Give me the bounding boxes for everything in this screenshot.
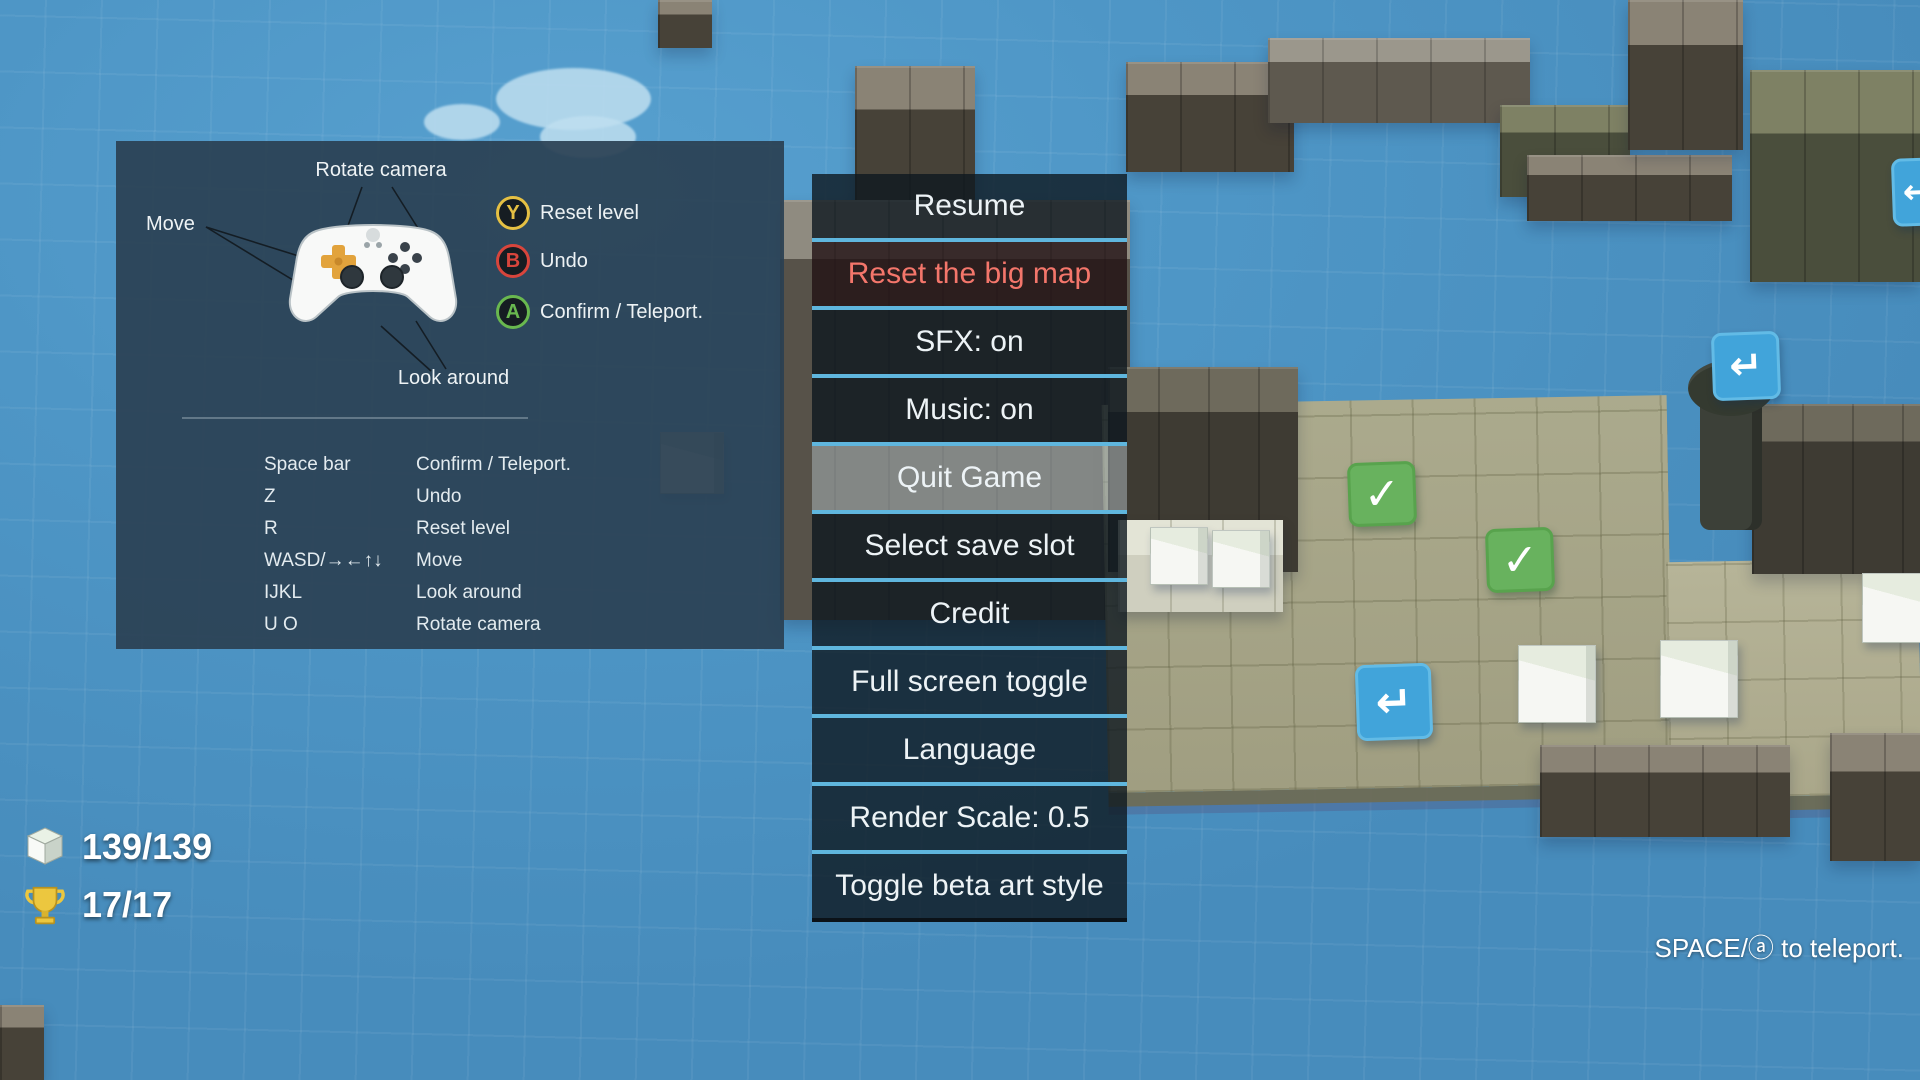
move-label: Move — [146, 213, 195, 235]
menu-item-render-scale[interactable]: Render Scale: 0.5 — [812, 786, 1127, 854]
keyboard-bindings-list: Space bar Confirm / Teleport. Z Undo R R… — [264, 449, 724, 641]
trophy-icon — [25, 886, 65, 925]
white-cube — [1518, 645, 1596, 723]
keyboard-binding-row: R Reset level — [264, 513, 724, 545]
goal-tile-checked: ✓ — [1346, 460, 1418, 528]
key-label: Z — [264, 486, 276, 507]
gamepad-button-action: Confirm / Teleport. — [540, 300, 704, 323]
menu-item-reset-big-map[interactable]: Reset the big map — [812, 242, 1127, 310]
wall-block — [1628, 0, 1743, 150]
teleport-hint: SPACE/ⓐ to teleport. — [1654, 933, 1904, 963]
gamepad-button-action: Reset level — [540, 201, 639, 224]
white-cube — [1150, 527, 1208, 585]
goal-tile-checked: ✓ — [1484, 526, 1556, 594]
check-icon: ✓ — [1500, 534, 1540, 586]
white-cube — [1862, 573, 1920, 643]
keyboard-binding-row: U O Rotate camera — [264, 609, 724, 641]
return-arrow-icon: ↵ — [1728, 343, 1764, 389]
action-label: Undo — [416, 486, 462, 507]
return-arrow-icon: ↵ — [1374, 676, 1414, 728]
gamepad-binding-row: A Confirm / Teleport. — [496, 295, 703, 329]
return-arrow-icon: ↵ — [1902, 172, 1920, 212]
wall-block — [658, 0, 712, 48]
white-cube — [1660, 640, 1738, 718]
controls-help-panel: Rotate camera Move Look around — [116, 141, 784, 649]
rotate-camera-label: Rotate camera — [315, 159, 447, 181]
menu-item-credit[interactable]: Credit — [812, 582, 1127, 650]
wall-block — [1268, 38, 1530, 123]
action-label: Confirm / Teleport. — [416, 454, 571, 475]
key-label: WASD/→←↑↓ — [264, 550, 383, 571]
action-label: Rotate camera — [416, 614, 541, 635]
key-label: IJKL — [264, 582, 303, 603]
check-icon: ✓ — [1362, 468, 1402, 520]
menu-item-fullscreen-toggle[interactable]: Full screen toggle — [812, 650, 1127, 718]
pause-menu: Resume Reset the big map SFX: on Music: … — [812, 174, 1127, 922]
action-label: Look around — [416, 582, 522, 603]
wall-block — [1540, 745, 1790, 837]
gamepad-b-button-icon: B — [496, 244, 530, 278]
key-label: U O — [264, 614, 298, 635]
cube-count: 139/139 — [82, 826, 213, 867]
gamepad-binding-row: B Undo — [496, 244, 588, 278]
menu-item-language[interactable]: Language — [812, 718, 1127, 786]
teleport-tile: ↵ — [1890, 157, 1920, 227]
look-around-label: Look around — [397, 367, 510, 389]
action-label: Move — [416, 550, 463, 571]
key-label: R — [264, 518, 278, 539]
menu-item-toggle-beta-art[interactable]: Toggle beta art style — [812, 854, 1127, 922]
white-cube — [1212, 530, 1270, 588]
cloud — [424, 104, 500, 140]
keyboard-binding-row: WASD/→←↑↓ Move — [264, 545, 724, 577]
menu-item-music-toggle[interactable]: Music: on — [812, 378, 1127, 446]
keyboard-binding-row: IJKL Look around — [264, 577, 724, 609]
wall-block — [1527, 155, 1732, 221]
keyboard-binding-row: Z Undo — [264, 481, 724, 513]
hud-trophy-counter: 17/17 — [22, 876, 212, 934]
menu-item-quit-game[interactable]: Quit Game — [812, 446, 1127, 514]
wall-block — [1752, 404, 1920, 574]
key-label: Space bar — [264, 454, 351, 475]
trophy-count: 17/17 — [82, 884, 173, 925]
teleport-tile: ↵ — [1710, 330, 1782, 402]
menu-item-select-save-slot[interactable]: Select save slot — [812, 514, 1127, 582]
wall-block — [1830, 733, 1920, 861]
gamepad-a-button-icon: A — [496, 295, 530, 329]
gamepad-binding-row: Y Reset level — [496, 196, 639, 230]
gamepad-controller-icon — [288, 224, 458, 322]
cube-icon — [26, 827, 64, 865]
hud-counters: 139/139 17/17 — [22, 818, 212, 934]
hud-cube-counter: 139/139 — [22, 818, 212, 876]
menu-item-sfx-toggle[interactable]: SFX: on — [812, 310, 1127, 378]
action-label: Reset level — [416, 518, 510, 539]
wall-block — [0, 1005, 44, 1080]
keyboard-binding-row: Space bar Confirm / Teleport. — [264, 449, 724, 481]
teleport-tile: ↵ — [1354, 662, 1434, 742]
wall-block — [1126, 62, 1294, 172]
gamepad-y-button-icon: Y — [496, 196, 530, 230]
divider — [182, 417, 528, 419]
menu-item-resume[interactable]: Resume — [812, 174, 1127, 242]
gamepad-button-action: Undo — [540, 249, 588, 272]
